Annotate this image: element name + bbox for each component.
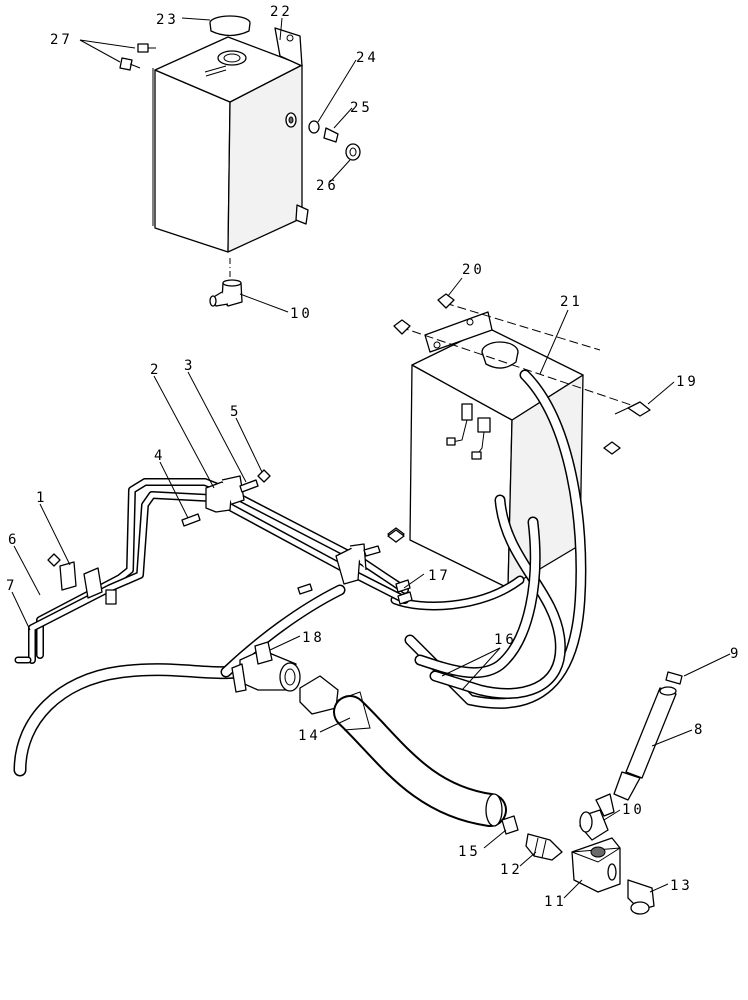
callout-15: 15 — [458, 844, 481, 860]
elbow-13 — [627, 879, 655, 915]
callout-18: 18 — [302, 630, 325, 646]
callout-4: 4 — [154, 448, 165, 464]
elbow-fitting-upper — [209, 279, 243, 307]
fitting-15 — [501, 815, 519, 835]
bolt-19 — [614, 401, 651, 417]
callout-13: 13 — [670, 878, 693, 894]
callout-6: 6 — [8, 532, 19, 548]
tee-block-11 — [571, 837, 621, 893]
return-hose — [13, 584, 346, 777]
callout-24: 24 — [356, 50, 379, 66]
callout-14: 14 — [298, 728, 321, 744]
suction-hose-14 — [299, 675, 507, 827]
callout-20: 20 — [462, 262, 485, 278]
strainer-18 — [231, 641, 301, 693]
callout-7: 7 — [6, 578, 17, 594]
callout-2: 2 — [150, 362, 161, 378]
callout-25: 25 — [350, 100, 373, 116]
callout-16: 16 — [494, 632, 517, 648]
callout-10-bottom: 10 — [622, 802, 645, 818]
cap-9 — [665, 671, 683, 685]
callout-22: 22 — [270, 4, 293, 20]
right-tank — [409, 311, 584, 589]
callout-23: 23 — [156, 12, 179, 28]
callout-21: 21 — [560, 294, 583, 310]
filler-cap-upper — [209, 15, 251, 37]
elbow-fitting-lower — [579, 793, 615, 841]
fitting-27 — [119, 43, 156, 71]
callout-3: 3 — [184, 358, 195, 374]
callout-9: 9 — [730, 646, 741, 662]
fittings-24-26 — [308, 120, 361, 161]
tube-assembly — [14, 469, 413, 664]
callout-5: 5 — [230, 404, 241, 420]
callout-12: 12 — [500, 862, 523, 878]
callout-19: 19 — [676, 374, 699, 390]
callout-17: 17 — [428, 568, 451, 584]
callout-10-top: 10 — [290, 306, 313, 322]
callout-11: 11 — [544, 894, 567, 910]
filter-8 — [613, 686, 677, 801]
callout-8: 8 — [694, 722, 705, 738]
callout-1: 1 — [36, 490, 47, 506]
nut-20 — [393, 293, 455, 335]
leader-lines — [11, 17, 731, 899]
upper-tank — [152, 27, 309, 253]
callout-26: 26 — [316, 178, 339, 194]
callout-27: 27 — [50, 32, 73, 48]
